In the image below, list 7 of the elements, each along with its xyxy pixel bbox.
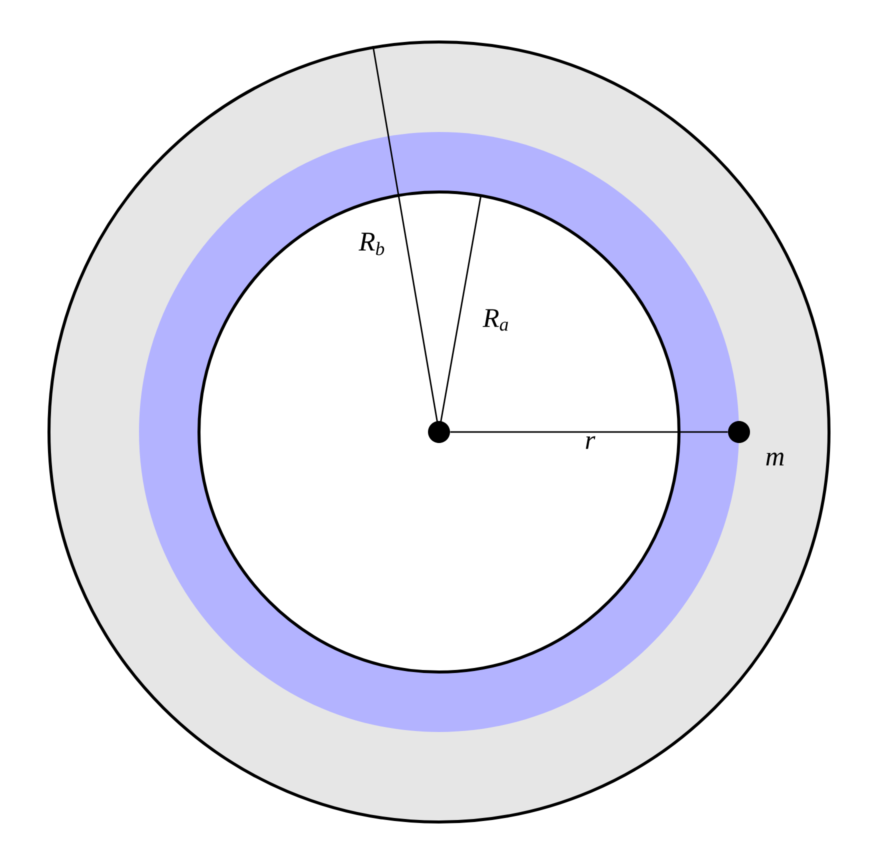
radius-line (450, 431, 728, 433)
mass-label: m (766, 452, 784, 466)
dot (428, 421, 450, 443)
dot (728, 421, 750, 443)
edge-label: r (582, 434, 598, 451)
radius-label: R$_{b}$ (358, 232, 386, 256)
radius-label: R$_{a}$ (482, 308, 510, 332)
